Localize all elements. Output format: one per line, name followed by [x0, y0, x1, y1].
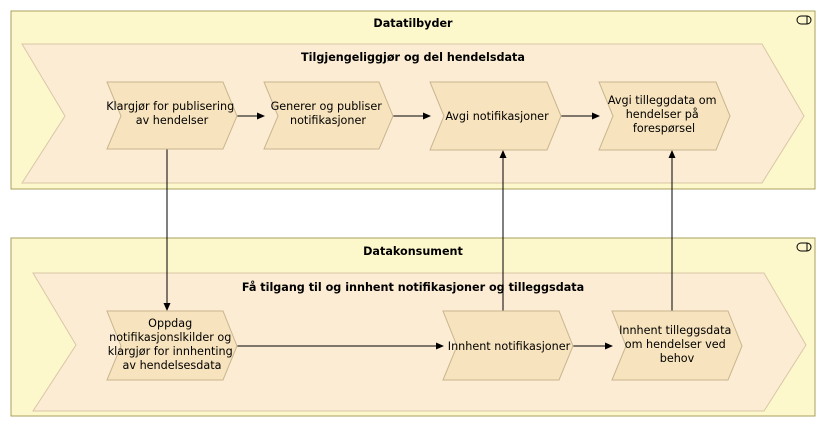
- step-innhent-notifikasjoner[interactable]: Innhent notifikasjoner: [442, 310, 574, 381]
- step-label: Innhent notifikasjoner: [448, 340, 571, 353]
- step-innhent-tilleggsdata[interactable]: Innhent tilleggsdata om hendelser ved be…: [611, 310, 743, 381]
- step-label: Klargjør for publisering av hendelser: [106, 100, 238, 127]
- step-label: Oppdag notifikasjonslkilder og klargjør …: [108, 317, 237, 372]
- business-role-icon: [796, 242, 812, 252]
- step-oppdag-notifikasjonskilder[interactable]: Oppdag notifikasjonslkilder og klargjør …: [106, 310, 238, 381]
- step-shape: [106, 310, 238, 381]
- pool-title: Datatilbyder: [373, 17, 453, 30]
- step-shape: [106, 81, 238, 150]
- step-avgi-notifikasjoner[interactable]: Avgi notifikasjoner: [429, 81, 562, 151]
- step-label: Generer og publiser notifikasjoner: [271, 100, 386, 127]
- chevron-title: Få tilgang til og innhent notifikasjoner…: [242, 281, 584, 294]
- step-generer-publiser[interactable]: Generer og publiser notifikasjoner: [263, 81, 394, 150]
- step-avgi-tilleggdata[interactable]: Avgi tilleggdata om hendelser på forespø…: [598, 81, 731, 151]
- edges: [163, 112, 676, 350]
- step-label: Avgi notifikasjoner: [445, 110, 549, 123]
- value-stream-chevron-bottom[interactable]: Få tilgang til og innhent notifikasjoner…: [32, 272, 807, 412]
- step-label: Innhent tilleggsdata om hendelser ved be…: [619, 324, 735, 365]
- step-shape: [611, 310, 743, 381]
- step-shape: [263, 81, 394, 150]
- chevron-title: Tilgjengeliggjør og del hendelsdata: [301, 51, 525, 64]
- step-shape: [429, 81, 562, 151]
- step-shape: [442, 310, 574, 381]
- chevron-shape: [32, 272, 807, 412]
- pool-title: Datakonsument: [363, 245, 463, 258]
- step-klargjor-publisering[interactable]: Klargjør for publisering av hendelser: [106, 81, 238, 150]
- step-shape: [598, 81, 731, 151]
- step-label: Avgi tilleggdata om hendelser på forespø…: [608, 94, 720, 135]
- business-role-icon: [796, 15, 812, 25]
